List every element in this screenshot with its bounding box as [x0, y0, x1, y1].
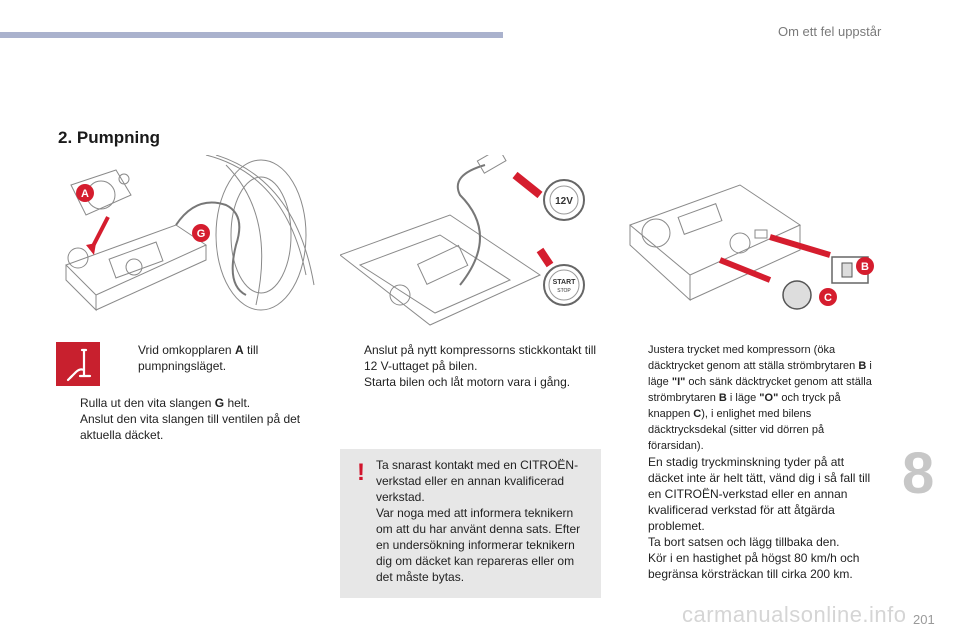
- label-g: G: [197, 228, 206, 240]
- item-text: i läge: [726, 392, 760, 404]
- item-text: Ta bort satsen och lägg tillbaka den.: [648, 535, 840, 549]
- header-bar: [0, 32, 503, 38]
- warning-text: Ta snarast kontakt med en CITROËN-verkst…: [376, 457, 592, 585]
- socket-12v-label: 12V: [555, 196, 573, 207]
- list-item: Starta bilen och låt motorn vara i gång.: [340, 374, 602, 390]
- warning-text-2: Var noga med att informera teknikern om …: [376, 506, 581, 584]
- col2-list: Anslut på nytt kompressorns stickkontakt…: [340, 342, 602, 390]
- item-text: i läge: [648, 360, 872, 388]
- label-c: C: [824, 292, 832, 304]
- label-a: A: [81, 188, 89, 200]
- label-b: B: [861, 261, 869, 273]
- compressor-switch-illustration: B C: [620, 155, 882, 330]
- item-text: Vrid omkopplaren: [138, 343, 235, 357]
- item-continuation: En stadig tryckminskning tyder på att dä…: [648, 455, 871, 533]
- list-item: Justera trycket med kompressorn (öka däc…: [624, 342, 880, 534]
- item-text: ), i enlighet med bilens däcktrycksdekal…: [648, 408, 825, 452]
- item-bold: "I": [671, 376, 686, 388]
- warning-text-1: Ta snarast kontakt med en CITROËN-verkst…: [376, 458, 579, 504]
- item-text: Justera trycket med kompressorn (öka däc…: [648, 344, 859, 372]
- item-text: helt.: [224, 396, 251, 410]
- item-bold: "O": [759, 392, 779, 404]
- chapter-number: 8: [902, 441, 935, 506]
- list-item: Anslut den vita slangen till ventilen på…: [56, 411, 316, 443]
- list-item: Anslut på nytt kompressorns stickkontakt…: [340, 342, 602, 374]
- col1-intro-list: Vrid omkopplaren A till pumpningsläget.: [114, 342, 294, 374]
- watermark: carmanualsonline.info: [682, 602, 907, 627]
- item-text: och tryck på knappen: [648, 392, 841, 420]
- item-text: Starta bilen och låt motorn vara i gång.: [364, 375, 571, 389]
- col3-list: Justera trycket med kompressorn (öka däc…: [624, 342, 880, 582]
- item-text: Kör i en hastighet på högst 80 km/h och …: [648, 551, 860, 581]
- item-bold: C: [693, 408, 702, 420]
- list-item: Kör i en hastighet på högst 80 km/h och …: [624, 550, 880, 582]
- pump-icon: [56, 342, 100, 386]
- list-item: Vrid omkopplaren A till pumpningsläget.: [114, 342, 294, 374]
- item-text: Anslut den vita slangen till ventilen på…: [80, 412, 301, 442]
- item-text: Rulla ut den vita slangen: [80, 396, 215, 410]
- warning-box: ! Ta snarast kontakt med en CITROËN-verk…: [340, 449, 601, 598]
- warning-icon: !: [357, 459, 365, 486]
- header-title: Om ett fel uppstår: [778, 24, 882, 39]
- item-text: Anslut på nytt kompressorns stickkontakt…: [364, 343, 597, 373]
- plug-socket-illustration: 12V START STOP: [338, 147, 602, 330]
- start-label: START: [553, 279, 577, 286]
- list-item: Rulla ut den vita slangen G helt.: [56, 395, 316, 411]
- item-bold: B: [858, 360, 867, 372]
- item-text: till pumpningsläget.: [138, 343, 259, 373]
- page-number: 201: [913, 612, 935, 627]
- item-bold: G: [214, 396, 225, 410]
- stop-label: STOP: [557, 288, 571, 294]
- section-title: 2. Pumpning: [58, 128, 160, 147]
- item-bold: B: [718, 392, 727, 404]
- compressor-hose-illustration: A G: [56, 154, 318, 330]
- col1-list: Rulla ut den vita slangen G helt. Anslut…: [56, 395, 316, 443]
- item-text: och sänk däcktrycket genom att ställa st…: [648, 376, 872, 404]
- list-item: Ta bort satsen och lägg tillbaka den.: [624, 534, 880, 550]
- item-bold: A: [234, 343, 244, 357]
